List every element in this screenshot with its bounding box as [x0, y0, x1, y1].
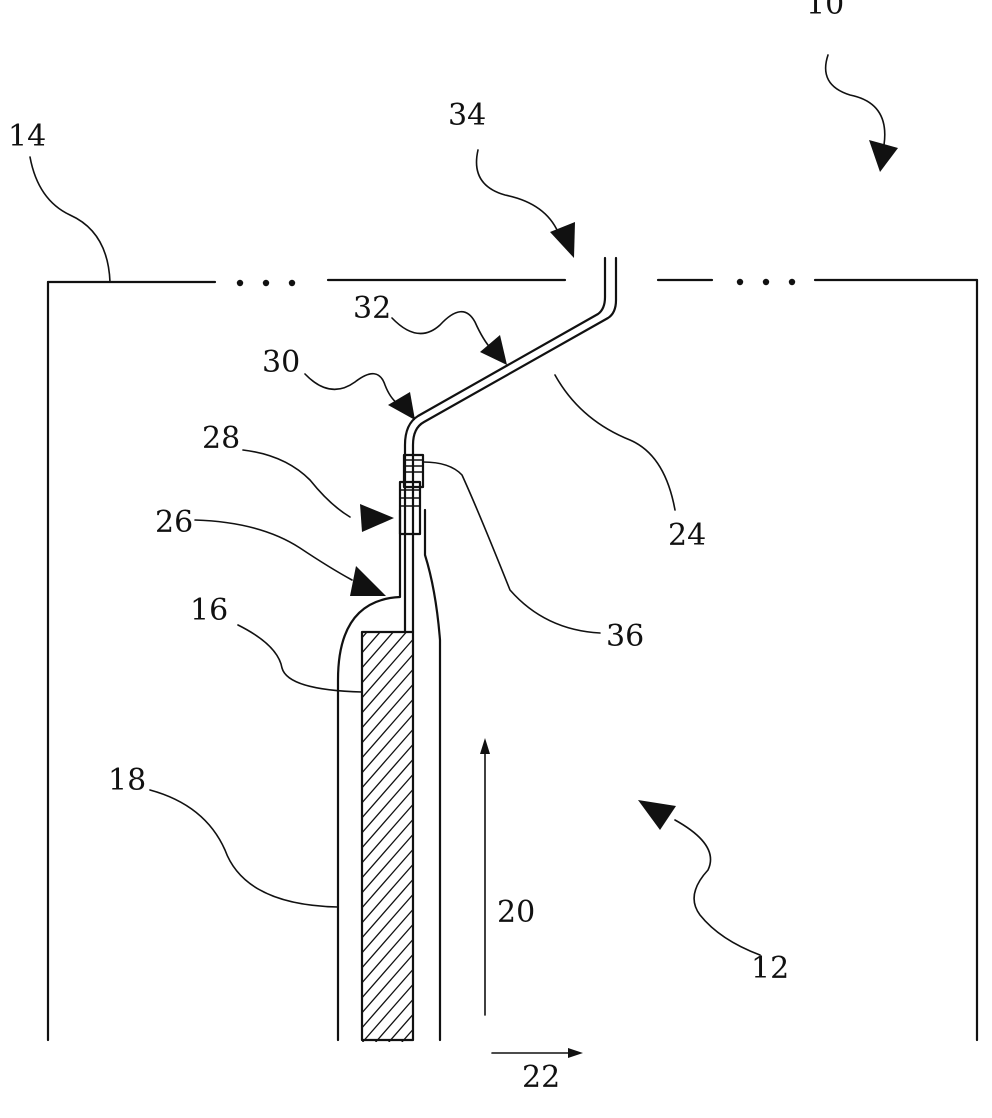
- arrow-10: [826, 55, 898, 172]
- arrow-20: [480, 738, 490, 1015]
- label-22: 22: [522, 1060, 560, 1095]
- leader-36: [423, 462, 600, 633]
- arrow-32: [392, 312, 507, 365]
- coating-layer-right: [425, 510, 440, 1040]
- label-36: 36: [606, 619, 644, 654]
- label-26: 26: [155, 505, 193, 540]
- arrow-34: [477, 150, 575, 258]
- label-20: 20: [497, 895, 535, 930]
- label-32: 32: [353, 291, 391, 326]
- ellipsis-dots-left: [237, 280, 295, 286]
- coupling-sleeve: [400, 455, 423, 534]
- leader-24: [555, 375, 675, 510]
- feed-line: [405, 258, 616, 632]
- arrow-12: [638, 800, 760, 955]
- label-30: 30: [262, 345, 300, 380]
- leader-14: [30, 157, 110, 282]
- label-28: 28: [202, 421, 240, 456]
- label-12: 12: [751, 951, 789, 986]
- label-14: 14: [8, 119, 46, 154]
- label-34: 34: [448, 98, 486, 133]
- hatch-line: [360, 1041, 416, 1105]
- leader-16: [238, 625, 362, 692]
- leader-18: [150, 790, 338, 907]
- arrow-26: [195, 520, 386, 596]
- arrow-22: [492, 1048, 583, 1058]
- arrow-30: [305, 374, 415, 420]
- label-18: 18: [108, 763, 146, 798]
- label-16: 16: [190, 593, 228, 628]
- sheet-material: [360, 576, 416, 1105]
- ellipsis-dots-right: [737, 279, 795, 285]
- arrow-28: [243, 450, 394, 532]
- label-24: 24: [668, 518, 706, 553]
- label-10: 10: [806, 0, 844, 22]
